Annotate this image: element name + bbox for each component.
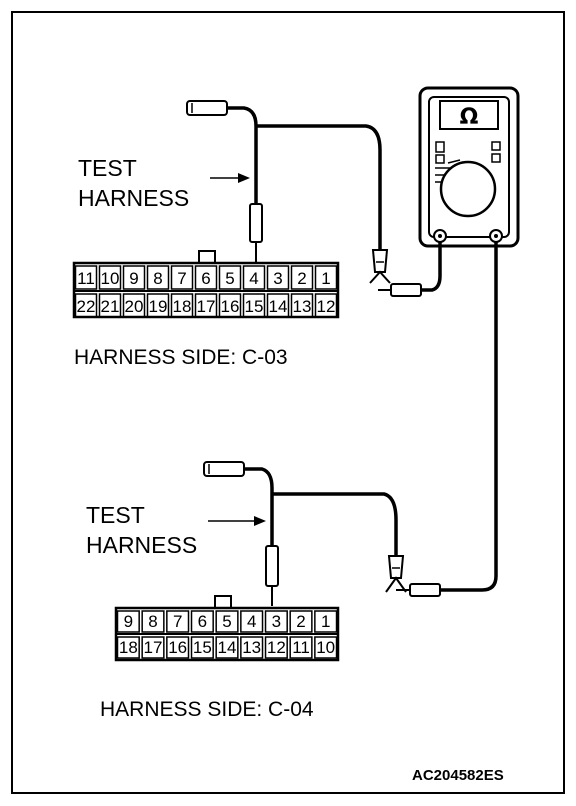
- c03-pin-label: 12: [317, 297, 336, 316]
- c03-pin-label: 22: [77, 297, 96, 316]
- c03-pin-cell: [122, 293, 146, 318]
- c03-pin-cell: [290, 265, 314, 290]
- c04-caption: HARNESS SIDE: C-04: [100, 698, 314, 721]
- c04-pin-cell: [166, 636, 190, 659]
- bottom-callout-line2: HARNESS: [86, 532, 197, 558]
- c04-pin-label: 11: [292, 638, 310, 657]
- c04-pin-cell: [141, 610, 165, 633]
- c04-pin-cell: [289, 610, 313, 633]
- c04-pin-label: 3: [272, 612, 281, 631]
- c04-pin-cell: [141, 636, 165, 659]
- c03-pin-label: 19: [149, 297, 168, 316]
- c04-pin-label: 12: [267, 638, 286, 657]
- c04-pin-label: 15: [193, 638, 212, 657]
- c04-pin-cell: [215, 636, 239, 659]
- c03-pin-cell: [218, 265, 242, 290]
- c04-pin-label: 16: [168, 638, 187, 657]
- c04-pin-label: 6: [198, 612, 207, 631]
- bottom-test-harness: [203, 242, 498, 606]
- c03-pin-cell: [194, 265, 218, 290]
- c03-pin-cell: [146, 293, 170, 318]
- bottom-callout-line1: TEST: [86, 502, 145, 528]
- c03-pin-label: 20: [125, 297, 144, 316]
- c03-pin-cell: [314, 293, 338, 318]
- c03-pin-label: 14: [269, 297, 288, 316]
- c04-pin-cell: [240, 610, 264, 633]
- c03-pin-cell: [74, 265, 98, 290]
- c04-pin-label: 9: [124, 612, 133, 631]
- c03-pin-label: 18: [173, 297, 192, 316]
- c03-pin-label: 4: [249, 269, 258, 288]
- figure-frame: [11, 11, 565, 794]
- c03-pin-cell: [170, 265, 194, 290]
- c03-pin-cell: [74, 293, 98, 318]
- c04-pin-label: 13: [242, 638, 261, 657]
- selector-dial: [439, 160, 497, 218]
- c03-pin-cell: [314, 265, 338, 290]
- ohm-symbol: Ω: [460, 105, 479, 130]
- c04-pin-label: 10: [316, 638, 335, 657]
- c03-pin-label: 13: [293, 297, 312, 316]
- c03-pin-label: 2: [297, 269, 306, 288]
- c03-pin-cell: [98, 265, 122, 290]
- top-test-harness: [186, 100, 442, 297]
- top-callout-line1: TEST: [78, 155, 137, 181]
- c04-pin-label: 5: [222, 612, 231, 631]
- c04-pin-cell: [264, 636, 288, 659]
- meter-display: [439, 100, 499, 130]
- c03-pin-label: 16: [221, 297, 240, 316]
- c03-pin-label: 17: [197, 297, 216, 316]
- c04-pin-cell: [116, 636, 140, 659]
- c03-pin-label: 5: [225, 269, 234, 288]
- c03-pin-label: 21: [101, 297, 120, 316]
- figure-code: AC204582ES: [412, 767, 504, 784]
- c04-pin-cell: [314, 636, 338, 659]
- c04-pin-label: 2: [296, 612, 305, 631]
- connector-c03-latch: [198, 250, 216, 264]
- c03-pin-cell: [194, 293, 218, 318]
- c03-pin-cell: [98, 293, 122, 318]
- c04-pin-cell: [264, 610, 288, 633]
- c03-pin-label: 7: [177, 269, 186, 288]
- c04-pin-label: 17: [144, 638, 163, 657]
- c04-pin-label: 1: [321, 612, 330, 631]
- c04-pin-label: 7: [173, 612, 182, 631]
- c04-pin-label: 8: [148, 612, 157, 631]
- c04-pin-cell: [190, 610, 214, 633]
- c03-pin-label: 10: [101, 269, 120, 288]
- c03-caption: HARNESS SIDE: C-03: [74, 346, 288, 369]
- c03-pin-cell: [242, 293, 266, 318]
- c03-pin-cell: [218, 293, 242, 318]
- c03-pin-label: 6: [201, 269, 210, 288]
- c04-pin-cell: [190, 636, 214, 659]
- c04-pin-cell: [215, 610, 239, 633]
- c03-pin-cell: [266, 265, 290, 290]
- c03-pin-cell: [242, 265, 266, 290]
- c03-pin-cell: [266, 293, 290, 318]
- c04-pin-cell: [116, 610, 140, 633]
- connector-c04-latch: [214, 595, 232, 609]
- c03-pin-label: 9: [129, 269, 138, 288]
- c04-pin-label: 14: [218, 638, 237, 657]
- c04-pin-cell: [240, 636, 264, 659]
- c03-pin-label: 8: [153, 269, 162, 288]
- ohmmeter: Ω: [418, 86, 520, 248]
- c03-pin-cell: [122, 265, 146, 290]
- c03-pin-label: 1: [321, 269, 330, 288]
- c04-pin-cell: [314, 610, 338, 633]
- c03-pin-cell: [170, 293, 194, 318]
- c04-pin-label: 4: [247, 612, 256, 631]
- c03-pin-cell: [146, 265, 170, 290]
- c04-pin-cell: [166, 610, 190, 633]
- top-callout-line2: HARNESS: [78, 185, 189, 211]
- c03-pin-cell: [290, 293, 314, 318]
- c04-pin-label: 18: [119, 638, 138, 657]
- c03-pin-label: 15: [245, 297, 264, 316]
- c03-pin-label: 3: [273, 269, 282, 288]
- c04-pin-cell: [289, 636, 313, 659]
- c03-pin-label: 11: [77, 269, 95, 288]
